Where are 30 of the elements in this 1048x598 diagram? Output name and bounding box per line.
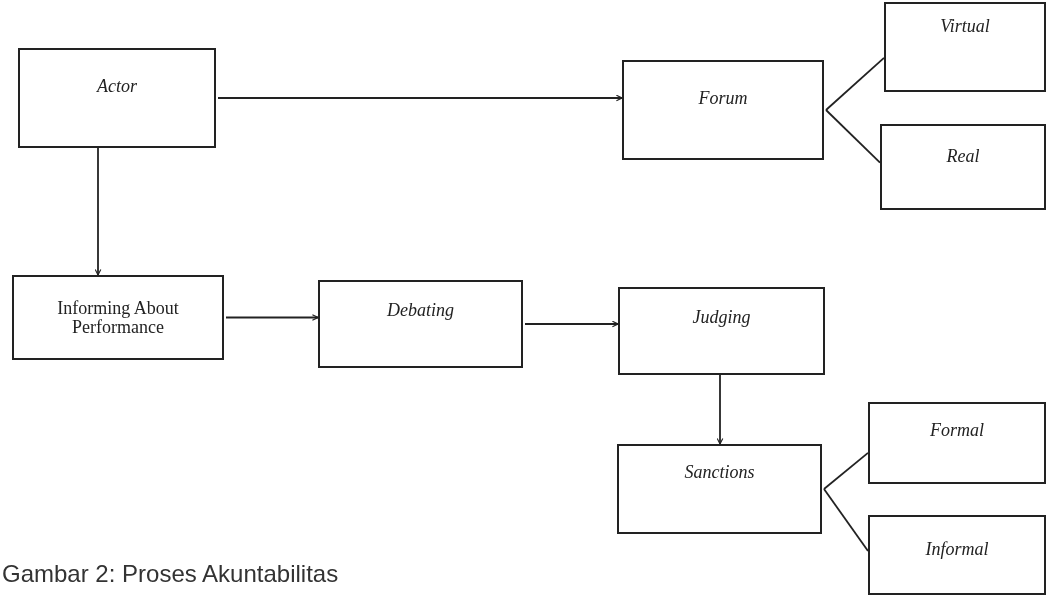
connector-line — [825, 109, 881, 164]
box-label: Informing About Performance — [56, 298, 180, 337]
box-label: Real — [946, 146, 980, 167]
arrow — [524, 320, 619, 328]
connector-line — [825, 56, 885, 111]
arrow — [225, 314, 319, 321]
connector-line — [823, 488, 869, 552]
process-box — [884, 2, 1046, 92]
process-box — [618, 287, 825, 375]
box-label: Sanctions — [684, 462, 755, 483]
process-box — [622, 60, 824, 160]
process-box — [617, 444, 822, 534]
box-label: Debating — [387, 300, 454, 321]
process-box — [868, 402, 1046, 484]
process-box — [868, 515, 1046, 595]
process-box — [12, 275, 224, 360]
arrow — [94, 147, 102, 276]
process-box — [18, 48, 216, 148]
box-label: Formal — [930, 420, 984, 441]
box-label: Virtual — [940, 16, 990, 37]
box-label: Forum — [698, 88, 748, 109]
process-box — [318, 280, 523, 368]
figure-caption: Gambar 2: Proses Akuntabilitas — [2, 560, 339, 588]
arrow — [716, 374, 724, 445]
box-label: Judging — [692, 307, 751, 328]
process-box — [880, 124, 1046, 210]
box-label: Informal — [925, 539, 989, 560]
box-label: Actor — [97, 76, 137, 97]
connector-line — [823, 451, 869, 490]
arrow — [217, 94, 623, 102]
